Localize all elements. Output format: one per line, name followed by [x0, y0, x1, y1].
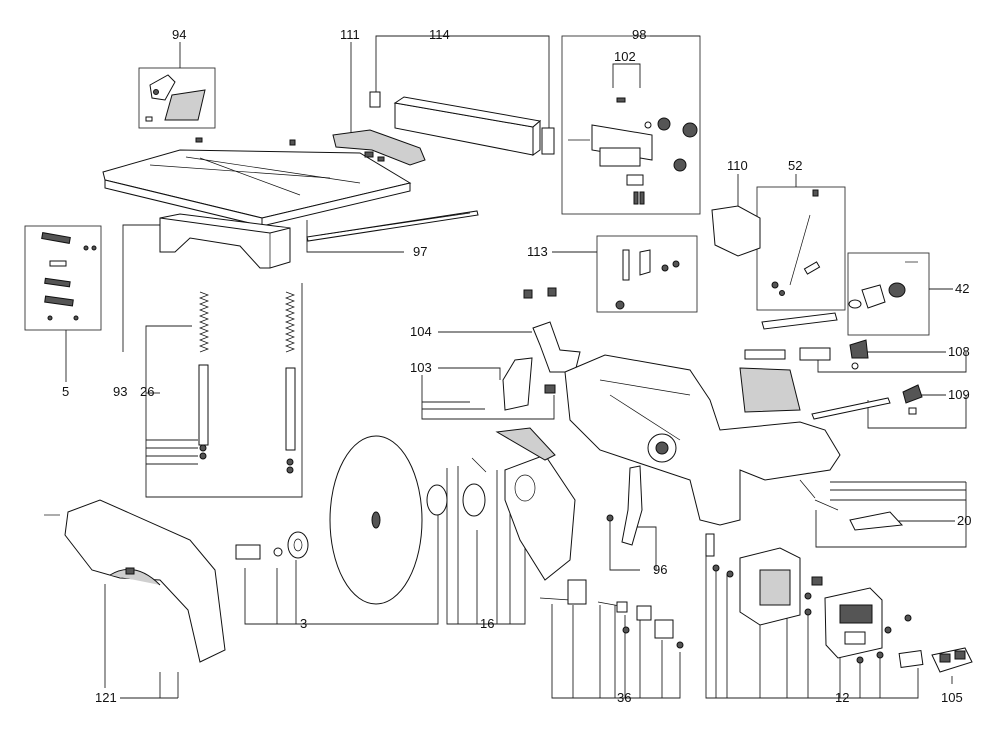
part-20-lever: [799, 479, 904, 531]
callout-3: 3: [300, 616, 307, 631]
part-52-lever-set: [771, 189, 821, 296]
callout-labels: 94 111 114 98 102 110 52 113 42 97 93 5 …: [62, 27, 971, 705]
part-104-dust-port: [523, 287, 581, 373]
part-94-guard-cap: [145, 74, 206, 122]
callout-102: 102: [614, 49, 636, 64]
group-box-113: [596, 235, 698, 313]
group-box-42: [847, 252, 930, 336]
part-16-upper-guard: [471, 427, 576, 581]
callout-26: 26: [140, 384, 154, 399]
callout-121: 121: [95, 690, 117, 705]
part-26-springs-posts: [198, 291, 296, 474]
part-105-switch: [898, 647, 973, 673]
callout-93: 93: [113, 384, 127, 399]
callout-98: 98: [632, 27, 646, 42]
part-111-riving-knife: [332, 91, 426, 166]
callout-104: 104: [410, 324, 432, 339]
callout-96: 96: [653, 562, 667, 577]
group-box-98: [561, 35, 701, 215]
callout-109: 109: [948, 387, 970, 402]
part-98-fence-bracket: [568, 97, 698, 205]
callout-97: 97: [413, 244, 427, 259]
callout-52: 52: [788, 158, 802, 173]
callout-12: 12: [835, 690, 849, 705]
callout-110: 110: [727, 158, 748, 173]
group-box-5: [24, 225, 102, 331]
callout-114: 114: [429, 27, 450, 42]
callout-105: 105: [941, 690, 963, 705]
part-93-table-support: [159, 213, 291, 269]
part-12-switch-cover: [824, 587, 912, 664]
part-109-rod: [811, 384, 923, 420]
group-box-52: [756, 186, 846, 311]
part-table-top: [102, 137, 412, 227]
part-103-bracket: [502, 357, 556, 411]
part-113-small-lever: [615, 249, 680, 310]
part-110-motor-bracket: [711, 205, 761, 257]
part-motor-housing: [564, 354, 841, 526]
part-12-switch-box: [705, 533, 823, 626]
callout-16: 16: [480, 616, 494, 631]
part-121-lower-guard: [44, 499, 226, 663]
callout-108: 108: [948, 344, 970, 359]
callout-5: 5: [62, 384, 69, 399]
part-36-switch-bits: [539, 579, 684, 649]
part-3-flange-set: [235, 531, 309, 560]
callout-94: 94: [172, 27, 186, 42]
callout-113: 113: [527, 244, 548, 259]
callout-36: 36: [617, 690, 631, 705]
part-108-handle: [744, 339, 869, 370]
callout-103: 103: [410, 360, 432, 375]
part-saw-blade: [329, 435, 486, 605]
part-114-rip-fence: [393, 96, 555, 156]
part-97-scale: [306, 210, 479, 242]
part-5-clamp-set: [41, 232, 97, 321]
callout-42: 42: [955, 281, 969, 296]
callout-111: 111: [340, 27, 360, 42]
part-96-arm: [606, 465, 643, 546]
part-42-shaft-knob: [761, 261, 918, 330]
parts: [41, 74, 973, 673]
group-box-94: [138, 67, 216, 129]
callout-20: 20: [957, 513, 971, 528]
